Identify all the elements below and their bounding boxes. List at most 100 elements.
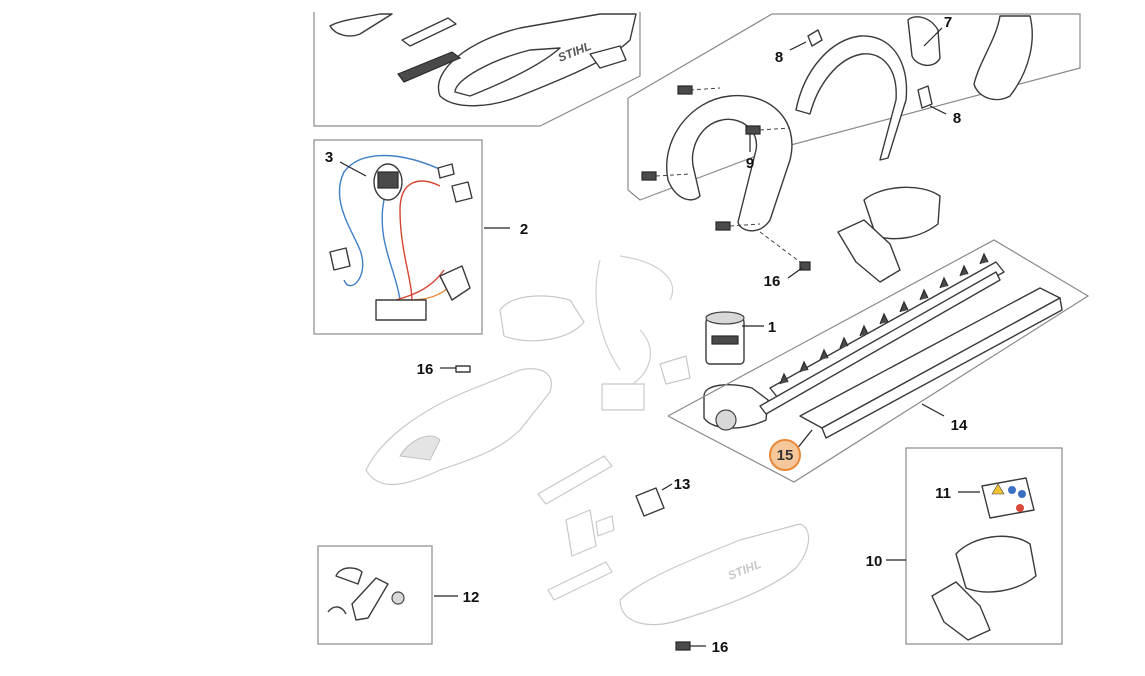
- leader-8a: [789, 41, 807, 51]
- sticker-blue-icon-2: [1018, 490, 1026, 498]
- front-handle-frame: [627, 13, 1081, 201]
- ghost-trigger-cover: [547, 561, 613, 601]
- screw-2: [745, 125, 761, 135]
- screw-4: [715, 221, 731, 231]
- callout-8-upper[interactable]: 8: [775, 49, 783, 66]
- callout-10[interactable]: 10: [866, 553, 883, 570]
- screw-axis-2: [759, 127, 791, 131]
- callout-16-left[interactable]: 16: [417, 361, 434, 378]
- trigger-spring-2: [391, 591, 405, 605]
- ghost-assembly-group: STIHL: [365, 255, 810, 626]
- screw-1: [677, 85, 693, 95]
- shroud-group: [837, 186, 941, 283]
- callout-11[interactable]: 11: [935, 485, 951, 502]
- screw-axis-1: [689, 87, 721, 91]
- callout-7[interactable]: 7: [944, 14, 952, 31]
- trigger-cover-part: [401, 17, 457, 47]
- callout-14[interactable]: 14: [951, 417, 968, 434]
- screw-axis-4: [729, 223, 761, 227]
- sticker-warning-icon: [991, 483, 1005, 495]
- callout-12[interactable]: 12: [463, 589, 480, 606]
- front-handle-loop: [666, 94, 793, 232]
- side-grip-left: [907, 16, 941, 66]
- blade-frame: [667, 239, 1090, 483]
- screw-axis-16: [759, 231, 801, 263]
- callout-8-lower[interactable]: 8: [953, 110, 961, 127]
- side-grip-right: [973, 15, 1033, 101]
- shroud-base: [837, 219, 901, 283]
- bow-guard-part: [795, 35, 908, 161]
- callout-13[interactable]: 13: [674, 476, 691, 493]
- screw-axis-3: [655, 173, 691, 177]
- screw-3: [641, 171, 657, 181]
- blade-bar-lower: [759, 271, 1001, 415]
- kit-shroud-top: [955, 535, 1037, 593]
- top-housing-frame: [313, 12, 641, 127]
- motor-band: [711, 335, 739, 345]
- callout-labels: 1 2 3 7 8 8 9 10 11 12 13 14 15 16 16 16: [325, 14, 968, 656]
- ghost-grip-cover: [537, 455, 613, 505]
- screw-16-bottom: [675, 641, 691, 651]
- callout-2[interactable]: 2: [520, 221, 528, 238]
- trigger-kit-group: [317, 545, 433, 645]
- callout-15[interactable]: 15: [777, 447, 794, 464]
- leader-13: [661, 483, 673, 491]
- wiring-harness-group: [313, 139, 483, 335]
- ghost-wire-2: [619, 255, 674, 301]
- ghost-motor-cover: [499, 295, 585, 342]
- wire-red-1: [399, 180, 441, 301]
- housing-grip-cutout: [454, 47, 561, 97]
- harness-terminal-left: [329, 247, 351, 271]
- callout-16-upper[interactable]: 16: [764, 273, 781, 290]
- leader-8b: [929, 105, 947, 115]
- callout-9[interactable]: 9: [746, 155, 754, 172]
- callout-1[interactable]: 1: [768, 319, 776, 336]
- kit-frame: [905, 447, 1063, 645]
- wire-red-2: [395, 269, 445, 301]
- small-switch-part: [635, 487, 665, 517]
- callout-16-bottom[interactable]: 16: [712, 639, 729, 656]
- blade-teeth: [779, 252, 989, 385]
- sticker-blue-icon-1: [1008, 486, 1016, 494]
- trigger-spring-1: [327, 606, 347, 615]
- motor-group: [703, 311, 769, 431]
- harness-trigger-switch: [439, 265, 471, 301]
- warning-sticker: [981, 477, 1035, 519]
- trigger-kit-frame: [317, 545, 433, 645]
- blade-group: [667, 239, 1090, 483]
- ghost-lever: [565, 509, 597, 557]
- ghost-housing-lower: [619, 523, 810, 626]
- gearbox-gear: [715, 409, 737, 431]
- kit-shroud-base: [931, 581, 991, 641]
- ghost-wire-1: [595, 259, 621, 371]
- clip-part-upper: [807, 29, 823, 47]
- screw-16-left: [455, 365, 471, 373]
- top-housing-group: STIHL: [313, 12, 641, 127]
- screw-16-upper: [799, 261, 811, 271]
- shroud-top: [863, 186, 941, 240]
- wire-blue-1: [338, 154, 447, 287]
- leader-3: [339, 161, 367, 177]
- harness-plug-top: [437, 163, 455, 179]
- ghost-switch-box: [601, 383, 645, 411]
- harness-connector-core: [377, 171, 399, 189]
- grip-cover-part: [397, 51, 462, 83]
- trigger-lever-1: [335, 567, 363, 585]
- leader-14: [921, 403, 945, 417]
- highlight-circle-15[interactable]: [769, 439, 801, 471]
- clip-part-lower: [917, 85, 933, 109]
- motor-top: [705, 311, 745, 325]
- leader-7: [923, 27, 943, 47]
- callout-3[interactable]: 3: [325, 149, 333, 166]
- leader-15: [795, 429, 813, 451]
- wiring-harness-frame: [313, 139, 483, 335]
- kit-group: [905, 447, 1063, 645]
- harness-switch-box: [375, 299, 427, 321]
- wire-blue-2: [381, 199, 401, 301]
- blade-scabbard-side: [821, 297, 1063, 439]
- leader-16b: [787, 267, 803, 279]
- blade-teeth-top: [779, 252, 989, 385]
- front-handle-group: [627, 13, 1081, 263]
- blade-bar: [769, 261, 1005, 399]
